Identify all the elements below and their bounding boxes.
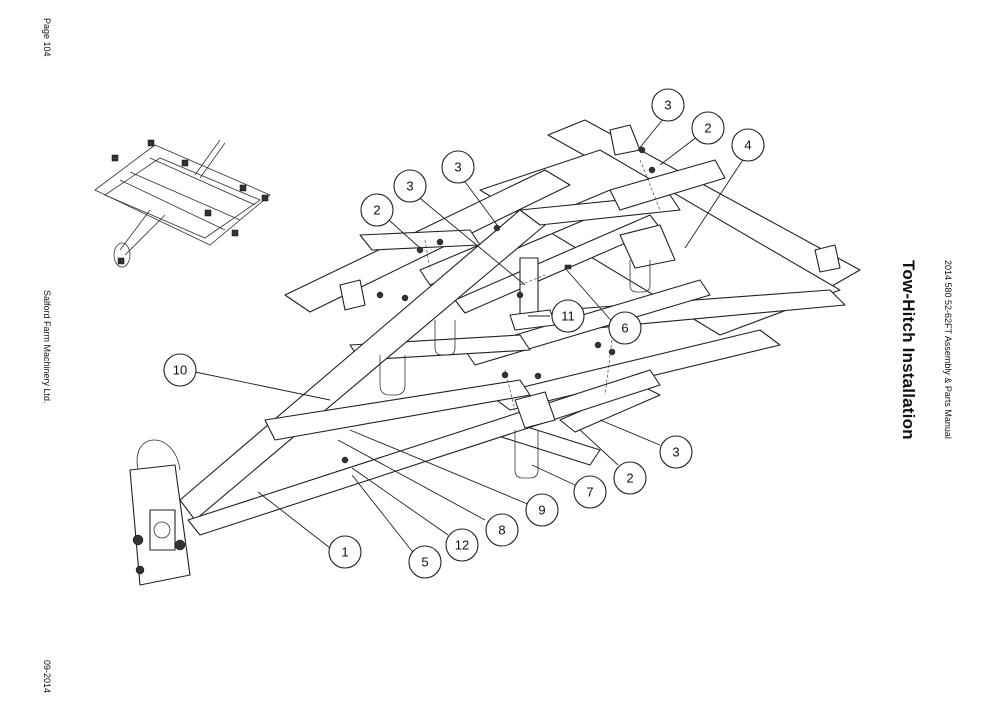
callout-1-label: 1 (341, 545, 348, 560)
callout-1: 1 (328, 535, 362, 569)
callout-12-label: 12 (455, 538, 469, 553)
callout-2a-label: 2 (373, 203, 380, 218)
callout-10-label: 10 (173, 363, 187, 378)
callout-3b: 3 (441, 150, 475, 184)
callout-2c: 2 (613, 461, 647, 495)
callout-2a: 2 (360, 193, 394, 227)
callout-7: 7 (573, 475, 607, 509)
callout-6: 6 (608, 311, 642, 345)
callout-11-label: 11 (561, 309, 575, 324)
callout-3c-label: 3 (406, 179, 413, 194)
callout-9-label: 9 (538, 503, 545, 518)
callout-4: 4 (731, 128, 765, 162)
callout-7-label: 7 (586, 485, 593, 500)
callout-8: 8 (485, 513, 519, 547)
callout-3d: 3 (659, 435, 693, 469)
callout-5-label: 5 (421, 555, 428, 570)
callout-3b-label: 3 (454, 160, 461, 175)
callout-3c: 3 (393, 169, 427, 203)
callout-2b-label: 2 (704, 121, 711, 136)
callout-8-label: 8 (498, 523, 505, 538)
callout-6-label: 6 (621, 321, 628, 336)
callout-3a-label: 3 (664, 98, 671, 113)
callout-9: 9 (525, 493, 559, 527)
callout-3a: 3 (651, 88, 685, 122)
callout-4-label: 4 (744, 138, 751, 153)
main-frame (129, 119, 861, 586)
callout-5: 5 (408, 545, 442, 579)
leader-lines (194, 112, 749, 556)
machine-overview-thumbnail (94, 139, 271, 268)
callout-12: 12 (445, 528, 479, 562)
callout-10: 10 (163, 353, 197, 387)
callout-11: 11 (551, 299, 585, 333)
callout-2b: 2 (691, 111, 725, 145)
callout-3d-label: 3 (672, 445, 679, 460)
callout-2c-label: 2 (626, 471, 633, 486)
